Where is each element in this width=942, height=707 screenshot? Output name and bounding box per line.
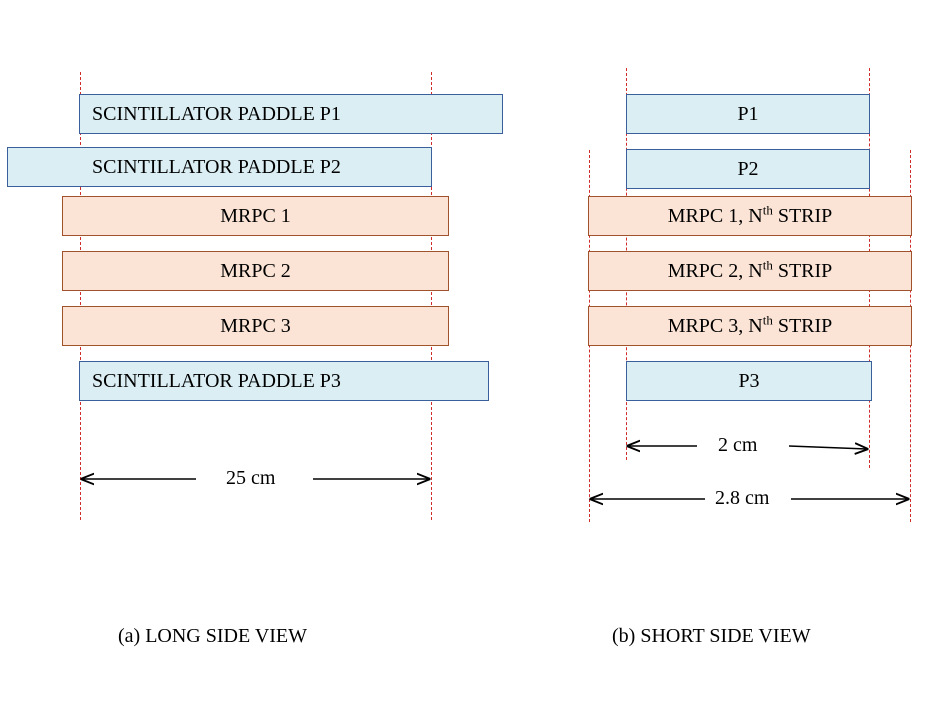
mrpc-2-strip: MRPC 2, Nth STRIP [588, 251, 912, 291]
paddle-label: P3 [738, 369, 760, 392]
mrpc-strip-label: MRPC 3, Nth STRIP [667, 311, 833, 338]
mrpc-prefix: MRPC 1, N [667, 204, 763, 227]
strip-word: STRIP [772, 259, 833, 282]
scintillator-paddle-p2: SCINTILLATOR PADDLE P2 [7, 147, 432, 187]
mrpc-strip-label: MRPC 1, Nth STRIP [667, 201, 833, 228]
paddle-label: SCINTILLATOR PADDLE P2 [92, 155, 341, 178]
strip-word: STRIP [772, 204, 833, 227]
mrpc-prefix: MRPC 2, N [667, 259, 763, 282]
paddle-p2: P2 [626, 149, 870, 189]
mrpc-width-dimension-label: 2.8 cm [715, 487, 770, 509]
ordinal-suffix: th [762, 201, 773, 217]
paddle-label: P2 [737, 157, 759, 180]
width-dimension-label: 25 cm [226, 467, 276, 489]
mrpc-1-strip: MRPC 1, Nth STRIP [588, 196, 912, 236]
strip-word: STRIP [772, 314, 833, 337]
guide-line-left [80, 72, 81, 520]
caption-short-side: (b) SHORT SIDE VIEW [612, 625, 811, 647]
scintillator-paddle-p3: SCINTILLATOR PADDLE P3 [79, 361, 489, 401]
mrpc-3: MRPC 3 [62, 306, 449, 346]
paddle-label: P1 [737, 102, 759, 125]
paddle-p3: P3 [626, 361, 872, 401]
paddle-label: SCINTILLATOR PADDLE P1 [92, 102, 341, 125]
mrpc-strip-label: MRPC 2, Nth STRIP [667, 256, 833, 283]
mrpc-label: MRPC 1 [220, 204, 291, 227]
paddle-label: SCINTILLATOR PADDLE P3 [92, 369, 341, 392]
mrpc-1: MRPC 1 [62, 196, 449, 236]
ordinal-suffix: th [762, 256, 773, 272]
paddle-width-dimension-label: 2 cm [718, 434, 758, 456]
mrpc-prefix: MRPC 3, N [667, 314, 763, 337]
mrpc-3-strip: MRPC 3, Nth STRIP [588, 306, 912, 346]
mrpc-label: MRPC 3 [220, 314, 291, 337]
mrpc-label: MRPC 2 [220, 259, 291, 282]
arrow-2cm-right [788, 446, 867, 449]
paddle-p1: P1 [626, 94, 870, 134]
mrpc-2: MRPC 2 [62, 251, 449, 291]
caption-long-side: (a) LONG SIDE VIEW [118, 625, 308, 647]
ordinal-suffix: th [762, 311, 773, 327]
scintillator-paddle-p1: SCINTILLATOR PADDLE P1 [79, 94, 503, 134]
guide-line-right [431, 72, 432, 520]
